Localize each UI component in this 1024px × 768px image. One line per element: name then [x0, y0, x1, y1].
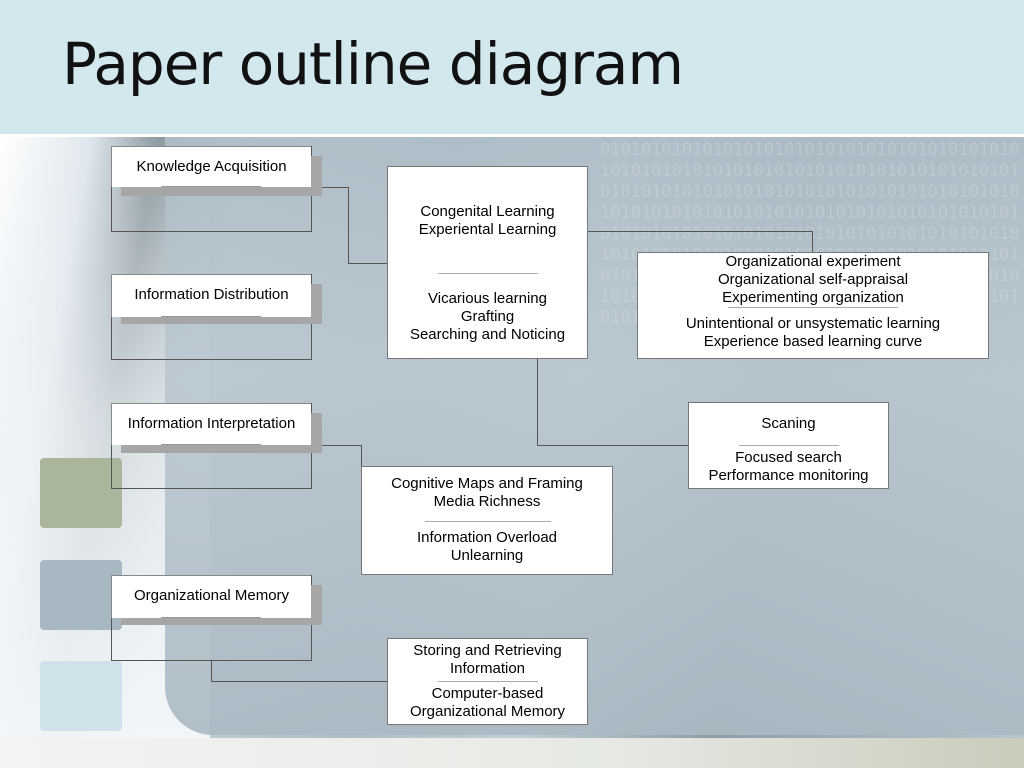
label-underline: [161, 444, 261, 445]
box-text: Media Richness: [433, 493, 541, 510]
header-divider: [0, 134, 1024, 137]
box-text: Experiental Learning: [418, 221, 557, 238]
box-text: Unintentional or unsystematic learning: [685, 315, 941, 332]
box-divider: [728, 307, 898, 308]
connector-line: [211, 660, 212, 682]
box-divider: [438, 681, 538, 682]
box-text: Congenital Learning: [420, 203, 555, 220]
box-text: Vicarious learning: [428, 290, 547, 307]
label-underline: [161, 186, 261, 187]
box-text: Focused search: [735, 449, 842, 466]
box-text: Unlearning: [450, 547, 524, 564]
category-label: Information Interpretation: [111, 403, 311, 445]
label-underline: [161, 316, 261, 317]
box-text: Scaning: [761, 415, 816, 432]
box-divider: [438, 273, 538, 274]
box-text: Experimenting organization: [722, 289, 904, 306]
box-text: Organizational experiment: [725, 253, 901, 270]
connector-line: [586, 231, 813, 232]
connector-line: [311, 445, 362, 446]
connector-line: [211, 681, 387, 682]
category-label: Information Distribution: [111, 274, 311, 317]
box-text: Organizational self-appraisal: [717, 271, 909, 288]
slide-title: Paper outline diagram: [62, 30, 684, 98]
memory-detail-box: Storing and Retrieving Information Compu…: [387, 638, 588, 725]
connector-line: [537, 338, 538, 445]
experiment-detail-box: Organizational experiment Organizational…: [637, 252, 989, 359]
connector-line: [311, 187, 349, 188]
box-text: Cognitive Maps and Framing: [391, 475, 583, 492]
box-text: Searching and Noticing: [409, 326, 566, 343]
scanning-detail-box: Scaning Focused search Performance monit…: [688, 402, 889, 489]
box-divider: [425, 521, 551, 522]
bottom-bar: [0, 738, 1024, 768]
decor-square-lightblue: [40, 661, 122, 731]
box-divider: [739, 445, 839, 446]
title-bar: [0, 0, 1024, 134]
interpretation-detail-box: Cognitive Maps and Framing Media Richnes…: [361, 466, 613, 575]
connector-line: [348, 263, 388, 264]
category-label: Knowledge Acquisition: [111, 146, 311, 187]
box-text: Information: [449, 660, 526, 677]
box-text: Performance monitoring: [708, 467, 869, 484]
category-label: Organizational Memory: [111, 575, 311, 618]
connector-line: [361, 445, 362, 467]
label-underline: [161, 617, 261, 618]
box-text: Experience based learning curve: [703, 333, 923, 350]
decor-square-green: [40, 458, 122, 528]
acquisition-detail-box: Congenital Learning Experiental Learning…: [387, 166, 588, 359]
box-text: Organizational Memory: [409, 703, 566, 720]
box-text: Grafting: [460, 308, 515, 325]
box-text: Computer-based: [431, 685, 544, 702]
connector-line: [812, 231, 813, 253]
connector-line: [348, 187, 349, 264]
box-text: Storing and Retrieving: [413, 642, 562, 659]
connector-line: [537, 445, 688, 446]
decor-square-blue: [40, 560, 122, 630]
box-text: Information Overload: [416, 529, 558, 546]
